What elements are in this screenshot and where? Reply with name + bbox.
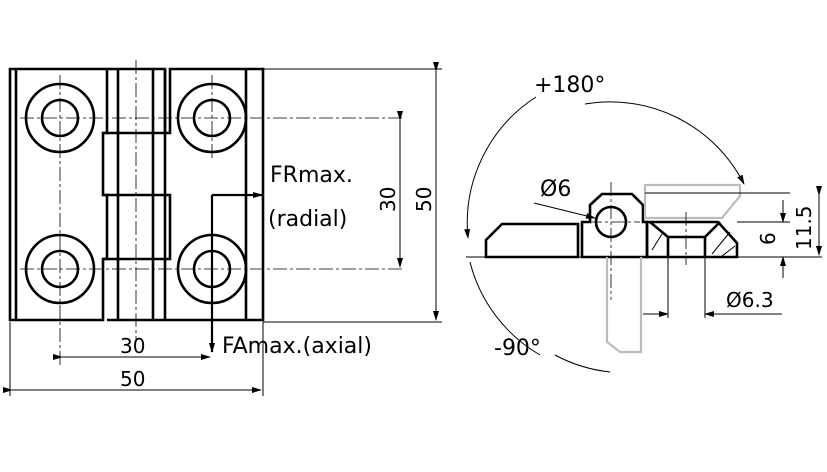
close-angle-label: -90°: [494, 336, 541, 361]
front-view: 30 50 30 50 FRmax. (radial) FAmax.(axial…: [3, 60, 442, 396]
radial-force-sub: (radial): [268, 207, 347, 232]
dim-width-holes: 30: [120, 334, 145, 358]
leaf-thickness-label: 6: [756, 232, 780, 245]
open-angle-label: +180°: [534, 73, 605, 98]
dim-height-holes: 30: [376, 187, 400, 212]
hole-diameter-label: Ø6.3: [726, 288, 774, 312]
total-height-label: 11.5: [792, 205, 816, 250]
pin-diameter-label: Ø6: [540, 177, 571, 202]
radial-force-label: FRmax.: [270, 163, 353, 188]
dim-width-total: 50: [120, 367, 145, 391]
axial-force-label: FAmax.(axial): [222, 334, 372, 359]
dim-height-total: 50: [412, 187, 436, 212]
side-view: +180° -90° Ø6 Ø6.3 6 11.5: [464, 73, 822, 373]
